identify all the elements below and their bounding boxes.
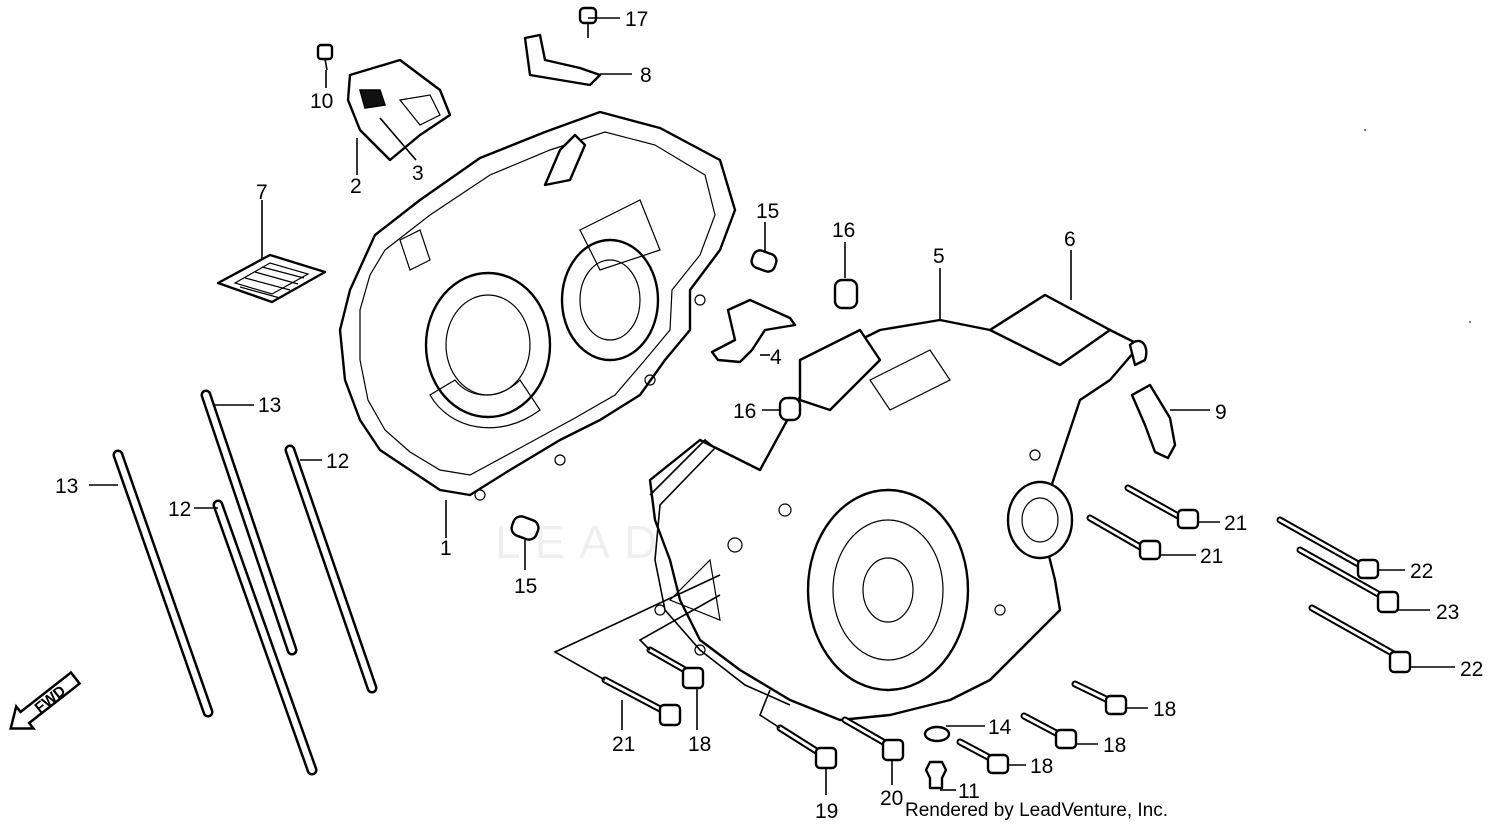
callout-10: 10 (310, 90, 333, 113)
dowel-pin-16-lower[interactable] (778, 396, 802, 422)
callout-22-lower: 22 (1460, 658, 1483, 681)
callout-5: 5 (933, 245, 945, 268)
callout-11: 11 (958, 780, 980, 803)
callout-4: 4 (770, 346, 782, 369)
dowel-pin-15-upper[interactable] (750, 248, 779, 273)
crankcase-cover[interactable] (346, 58, 452, 162)
stud-bolt-13-short[interactable] (200, 389, 298, 656)
callout-19: 19 (815, 800, 838, 823)
callout-13-left: 13 (55, 475, 78, 498)
callout-18-c: 18 (1030, 755, 1053, 778)
flange-bolt-18-a[interactable] (1071, 680, 1128, 716)
flange-bolt-22-lower[interactable] (1308, 604, 1412, 674)
flange-bolt-20[interactable] (841, 716, 905, 762)
callout-20: 20 (880, 787, 903, 810)
callout-7: 7 (256, 181, 268, 204)
fwd-arrow: FWD (9, 670, 82, 730)
strainer-screen[interactable] (216, 253, 327, 304)
flange-bolt-21-lower[interactable] (1086, 514, 1162, 561)
flange-bolt-18-b[interactable] (1020, 712, 1078, 750)
stud-bolt-12-left[interactable] (212, 499, 318, 776)
callout-15-upper: 15 (756, 200, 779, 223)
left-crankcase[interactable] (338, 110, 737, 501)
callout-21-lower: 21 (1200, 545, 1223, 568)
callout-2: 2 (350, 175, 362, 198)
callout-16-upper: 16 (832, 219, 855, 242)
bolt-17[interactable] (578, 6, 598, 38)
flange-bolt-21-upper[interactable] (1124, 484, 1200, 530)
callout-21-bottom: 21 (612, 733, 635, 756)
crankcase-gasket[interactable] (649, 438, 791, 706)
callout-13-right: 13 (258, 394, 281, 417)
leader-lines (89, 17, 1455, 795)
callout-6: 6 (1064, 228, 1076, 251)
callout-17: 17 (625, 8, 648, 31)
callout-23: 23 (1436, 601, 1459, 624)
stud-bolt-12-right[interactable] (284, 444, 378, 694)
callout-14: 14 (988, 716, 1012, 739)
callout-18-center: 18 (688, 733, 711, 756)
right-crankcase[interactable] (648, 293, 1148, 722)
credit-text: Rendered by LeadVenture, Inc. (905, 800, 1169, 821)
callout-21-upper: 21 (1224, 512, 1247, 535)
chain-guide-9[interactable] (1130, 383, 1177, 460)
dowel-pin-15-lower[interactable] (509, 514, 540, 542)
flange-bolt-18-c[interactable] (956, 738, 1010, 775)
callout-18-a: 18 (1153, 698, 1176, 721)
callout-8: 8 (640, 64, 652, 87)
callout-22-upper: 22 (1410, 560, 1433, 583)
stud-bolt-13-long[interactable] (112, 449, 214, 718)
flange-bolt-21-bottom[interactable] (601, 676, 682, 727)
callout-1: 1 (440, 537, 452, 560)
bracket-8[interactable] (523, 33, 602, 87)
flange-bolt-22-upper[interactable] (1276, 516, 1380, 580)
callout-12-left: 12 (168, 498, 191, 521)
flange-bolt-23[interactable] (1296, 546, 1400, 614)
callout-16-lower: 16 (733, 400, 756, 423)
callout-9: 9 (1215, 401, 1227, 424)
flange-bolt-19[interactable] (776, 724, 838, 770)
callout-12-right: 12 (326, 450, 349, 473)
callout-15-lower: 15 (514, 575, 537, 598)
flange-bolt-18-center[interactable] (646, 646, 705, 690)
oil-guide-4[interactable] (710, 298, 797, 364)
washer-14[interactable] (923, 725, 951, 743)
plug-11[interactable] (924, 760, 948, 790)
bolt-10[interactable] (316, 43, 334, 71)
callout-18-b: 18 (1103, 734, 1126, 757)
callout-3: 3 (412, 162, 424, 185)
dowel-pin-16-upper[interactable] (833, 278, 859, 310)
